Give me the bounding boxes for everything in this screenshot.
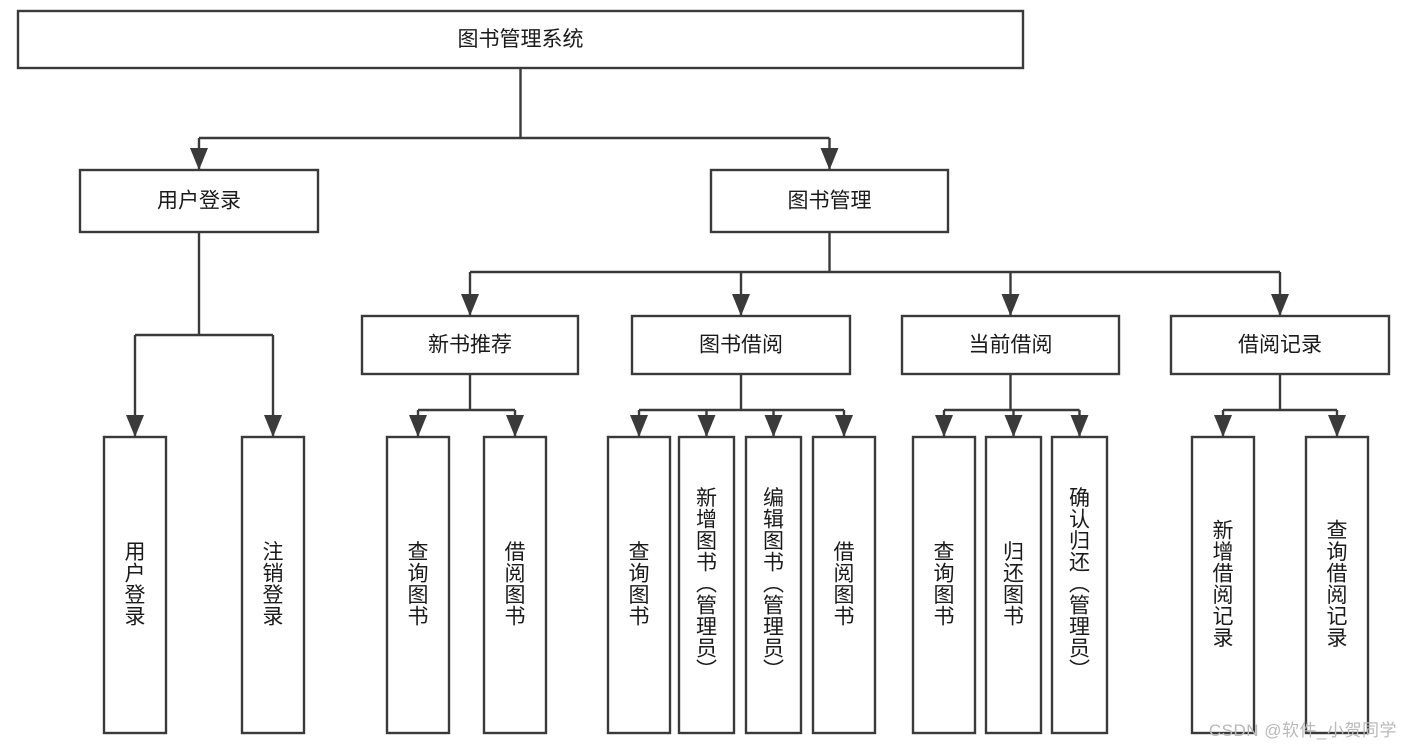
- node-borrow-record[interactable]: 借阅记录: [1169, 314, 1391, 376]
- node-leaf-add-book-label: 新增图书︵管理员︶: [696, 487, 717, 682]
- arrow-head-leaf-add-book: [697, 415, 716, 437]
- node-leaf-add-record[interactable]: 新增借阅记录: [1190, 435, 1256, 735]
- arrow-head-leaf-query-book-3: [935, 415, 953, 437]
- arrow-head-leaf-return-book: [1004, 415, 1023, 437]
- node-leaf-user-login[interactable]: 用户登录: [102, 435, 168, 735]
- arrow-head-borrow-record: [1271, 294, 1289, 316]
- node-root[interactable]: 图书管理系统: [16, 9, 1025, 70]
- arrow-head-leaf-query-record: [1328, 415, 1346, 437]
- node-leaf-borrow-book-2-label: 借阅图书: [834, 541, 855, 629]
- node-borrow-record-label: 借阅记录: [1238, 334, 1322, 357]
- node-leaf-borrow-book-2[interactable]: 借阅图书: [811, 435, 877, 735]
- node-leaf-return-book[interactable]: 归还图书: [984, 435, 1043, 735]
- node-leaf-edit-book-label: 编辑图书︵管理员︶: [763, 487, 784, 682]
- node-user-login-label: 用户登录: [157, 190, 241, 213]
- arrow-head-leaf-borrow-book-1: [506, 415, 524, 437]
- node-root-label: 图书管理系统: [458, 28, 584, 51]
- node-leaf-query-record-label: 查询借阅记录: [1327, 519, 1348, 650]
- node-book-manage[interactable]: 图书管理: [709, 168, 950, 234]
- node-leaf-borrow-book-1[interactable]: 借阅图书: [482, 435, 548, 735]
- node-leaf-add-record-label: 新增借阅记录: [1213, 519, 1234, 650]
- node-book-borrow-label: 图书借阅: [699, 334, 783, 357]
- node-book-manage-label: 图书管理: [788, 190, 872, 213]
- node-user-login-box[interactable]: [78, 168, 320, 234]
- arrow-head-leaf-user-login: [126, 415, 144, 437]
- node-leaf-return-book-box[interactable]: [984, 435, 1043, 735]
- node-leaf-user-logout[interactable]: 注销登录: [240, 435, 306, 735]
- node-book-manage-box[interactable]: [709, 168, 950, 234]
- node-leaf-add-book[interactable]: 新增图书︵管理员︶: [677, 435, 736, 735]
- node-new-book-rec-box[interactable]: [360, 314, 580, 376]
- node-leaf-user-login-box[interactable]: [102, 435, 168, 735]
- arrow-head-leaf-borrow-book-2: [835, 415, 853, 437]
- node-leaf-query-record[interactable]: 查询借阅记录: [1304, 435, 1370, 735]
- node-leaf-edit-book-box[interactable]: [744, 435, 803, 735]
- node-leaf-return-book-label: 归还图书: [1003, 541, 1024, 629]
- node-leaf-user-logout-label: 注销登录: [263, 541, 284, 629]
- arrow-head-leaf-user-logout: [264, 415, 282, 437]
- nodes-layer: 图书管理系统用户登录图书管理新书推荐图书借阅当前借阅借阅记录用户登录注销登录查询…: [16, 9, 1391, 735]
- arrow-head-new-book-rec: [461, 294, 479, 316]
- arrow-head-book-borrow: [732, 294, 750, 316]
- node-root-box[interactable]: [16, 9, 1025, 70]
- arrow-head-user-login: [190, 148, 208, 170]
- node-new-book-rec-label: 新书推荐: [428, 334, 512, 357]
- arrow-head-leaf-query-book-2: [630, 415, 648, 437]
- node-leaf-query-book-1-label: 查询图书: [408, 541, 429, 629]
- node-user-login[interactable]: 用户登录: [78, 168, 320, 234]
- arrow-head-leaf-edit-book: [764, 415, 783, 437]
- node-leaf-confirm-return-label: 确认归还︵管理员︶: [1069, 487, 1090, 682]
- node-leaf-add-record-box[interactable]: [1190, 435, 1256, 735]
- node-leaf-query-book-3-box[interactable]: [911, 435, 977, 735]
- node-leaf-edit-book[interactable]: 编辑图书︵管理员︶: [744, 435, 803, 735]
- arrow-head-current-borrow: [1001, 294, 1020, 316]
- arrow-head-leaf-query-book-1: [409, 415, 427, 437]
- node-leaf-query-book-2-box[interactable]: [606, 435, 672, 735]
- node-leaf-borrow-book-2-box[interactable]: [811, 435, 877, 735]
- node-new-book-rec[interactable]: 新书推荐: [360, 314, 580, 376]
- node-leaf-borrow-book-1-label: 借阅图书: [505, 541, 526, 629]
- node-current-borrow[interactable]: 当前借阅: [900, 314, 1121, 376]
- node-leaf-query-book-3-label: 查询图书: [934, 541, 955, 629]
- node-leaf-query-book-2-label: 查询图书: [629, 541, 650, 629]
- node-leaf-user-logout-box[interactable]: [240, 435, 306, 735]
- node-leaf-confirm-return[interactable]: 确认归还︵管理员︶: [1050, 435, 1109, 735]
- node-borrow-record-box[interactable]: [1169, 314, 1391, 376]
- node-leaf-user-login-label: 用户登录: [125, 541, 146, 629]
- connectors-layer: [126, 68, 1346, 437]
- node-leaf-query-book-1-box[interactable]: [385, 435, 451, 735]
- node-book-borrow[interactable]: 图书借阅: [630, 314, 852, 376]
- node-current-borrow-box[interactable]: [900, 314, 1121, 376]
- arrow-head-leaf-confirm-return: [1070, 415, 1089, 437]
- node-current-borrow-label: 当前借阅: [969, 334, 1053, 357]
- node-leaf-add-book-box[interactable]: [677, 435, 736, 735]
- watermark-text: CSDN @软件_小贺同学: [1208, 721, 1397, 740]
- arrow-head-leaf-add-record: [1214, 415, 1232, 437]
- node-leaf-query-book-1[interactable]: 查询图书: [385, 435, 451, 735]
- node-leaf-borrow-book-1-box[interactable]: [482, 435, 548, 735]
- arrow-head-book-manage: [820, 148, 839, 170]
- node-leaf-query-record-box[interactable]: [1304, 435, 1370, 735]
- node-leaf-query-book-2[interactable]: 查询图书: [606, 435, 672, 735]
- node-leaf-confirm-return-box[interactable]: [1050, 435, 1109, 735]
- node-leaf-query-book-3[interactable]: 查询图书: [911, 435, 977, 735]
- node-book-borrow-box[interactable]: [630, 314, 852, 376]
